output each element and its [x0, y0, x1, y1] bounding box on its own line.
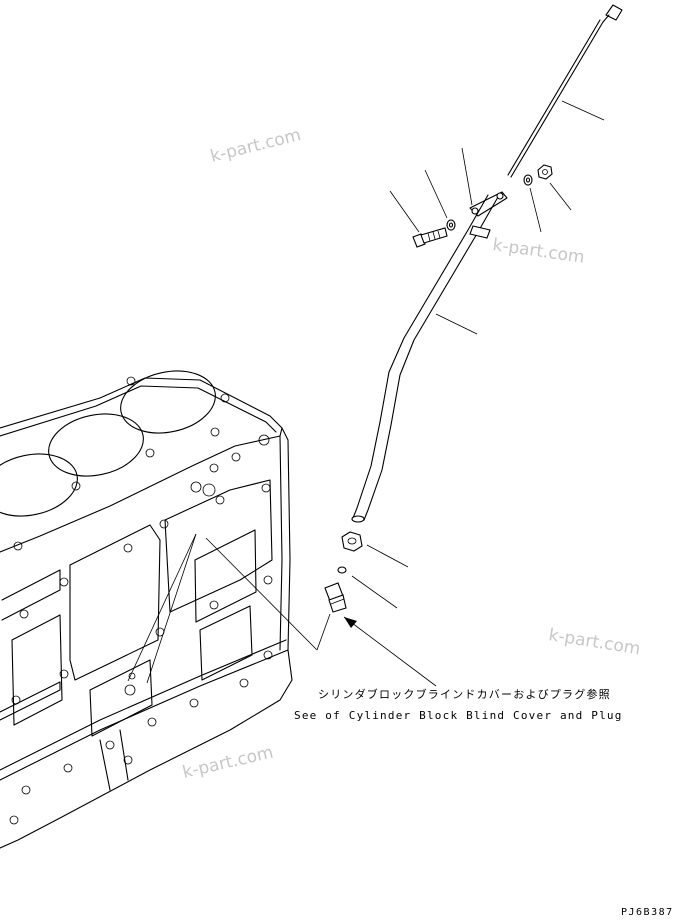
callout-japanese: シリンダブロックブラインドカバーおよびプラグ参照	[318, 687, 611, 701]
cylinder-block	[0, 370, 293, 849]
oil-level-gauge	[507, 4, 623, 178]
drawing-code: PJ6B387	[621, 907, 674, 918]
o-ring	[337, 566, 347, 574]
nut	[537, 164, 553, 180]
washer-hole	[525, 177, 531, 183]
bolt	[412, 227, 448, 248]
adapter-nut	[341, 531, 363, 552]
gauge-guide-tube	[351, 191, 508, 523]
elbow-fitting	[324, 582, 347, 613]
washer-hole	[448, 222, 454, 228]
watermark: k-part.com	[547, 625, 642, 659]
watermark: k-part.com	[491, 235, 585, 268]
leader-lines	[127, 100, 605, 687]
watermark: k-part.com	[181, 743, 276, 783]
callout-english: See of Cylinder Block Blind Cover and Pl…	[294, 709, 623, 722]
watermark: k-part.com	[208, 125, 303, 167]
